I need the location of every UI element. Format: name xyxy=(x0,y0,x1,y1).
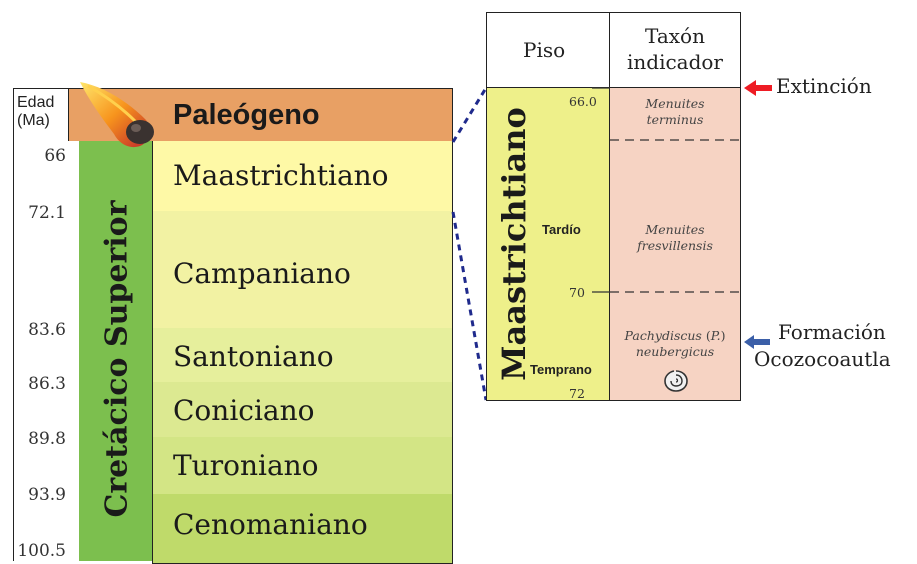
taxon-1-genus: Menuites xyxy=(645,96,705,111)
substage-late: Tardío xyxy=(542,222,581,237)
age-83-6: 83.6 xyxy=(28,320,66,340)
series-left-strip xyxy=(68,141,79,561)
age-column xyxy=(13,141,69,561)
header-piso: Piso xyxy=(486,12,610,88)
age-100-5: 100.5 xyxy=(17,541,66,561)
header-taxon-label: Taxón indicador xyxy=(626,24,723,74)
formation-label-2: Ocozocoautla xyxy=(754,347,891,371)
stage-campanian: Campaniano xyxy=(152,211,453,329)
stage-maastrichtian: Maastrichtiano xyxy=(152,141,453,212)
age-66: 66 xyxy=(44,146,66,166)
taxon-2: Menuites fresvillensis xyxy=(610,222,740,254)
paleogene-label: Paleógeno xyxy=(173,99,320,131)
stage-label: Santoniano xyxy=(173,340,334,373)
age-72-1: 72.1 xyxy=(28,203,66,223)
taxon-3-species: neubergicus xyxy=(635,344,715,359)
taxon-2-genus: Menuites xyxy=(645,222,705,237)
header-piso-label: Piso xyxy=(523,38,566,62)
stage-label: Campaniano xyxy=(173,257,351,290)
taxon-column: Menuites terminus Menuites fresvillensis… xyxy=(609,87,741,401)
taxon-1-species: terminus xyxy=(646,112,704,127)
age-label-66: 66.0 xyxy=(569,94,597,109)
stage-label: Coniciano xyxy=(173,394,315,427)
taxon-3-subgenus: P. xyxy=(710,328,721,343)
taxon-3: Pachydiscus (P.) neubergicus xyxy=(610,328,740,360)
age-label-70: 70 xyxy=(569,285,585,300)
header-taxon: Taxón indicador xyxy=(609,12,741,88)
age-86-3: 86.3 xyxy=(28,374,66,394)
stage-santonian: Santoniano xyxy=(152,328,453,383)
age-header: Edad (Ma) xyxy=(13,88,69,142)
stage-label: Cenomaniano xyxy=(173,508,368,541)
taxon-3-genus: Pachydiscus xyxy=(624,328,702,343)
formation-label-1: Formación xyxy=(778,320,886,344)
stage-cenomanian: Cenomaniano xyxy=(152,494,453,564)
taxon-1: Menuites terminus xyxy=(610,96,740,128)
ammonite-icon xyxy=(664,370,688,392)
stage-turonian: Turoniano xyxy=(152,437,453,495)
taxon-3-genus-line: Pachydiscus (P.) xyxy=(624,328,726,343)
extinction-arrow-icon xyxy=(744,80,772,96)
age-label-72: 72 xyxy=(569,386,585,401)
stage-coniacian: Coniciano xyxy=(152,382,453,438)
age-93-9: 93.9 xyxy=(28,485,66,505)
extinction-label: Extinción xyxy=(776,74,872,98)
substage-early: Temprano xyxy=(530,362,592,377)
stage-label: Maastrichtiano xyxy=(173,159,389,192)
age-89-8: 89.8 xyxy=(28,429,66,449)
formation-arrow-icon xyxy=(744,335,770,349)
taxon-2-species: fresvillensis xyxy=(637,238,713,253)
stage-label: Turoniano xyxy=(173,449,319,482)
meteor-icon xyxy=(80,82,154,148)
